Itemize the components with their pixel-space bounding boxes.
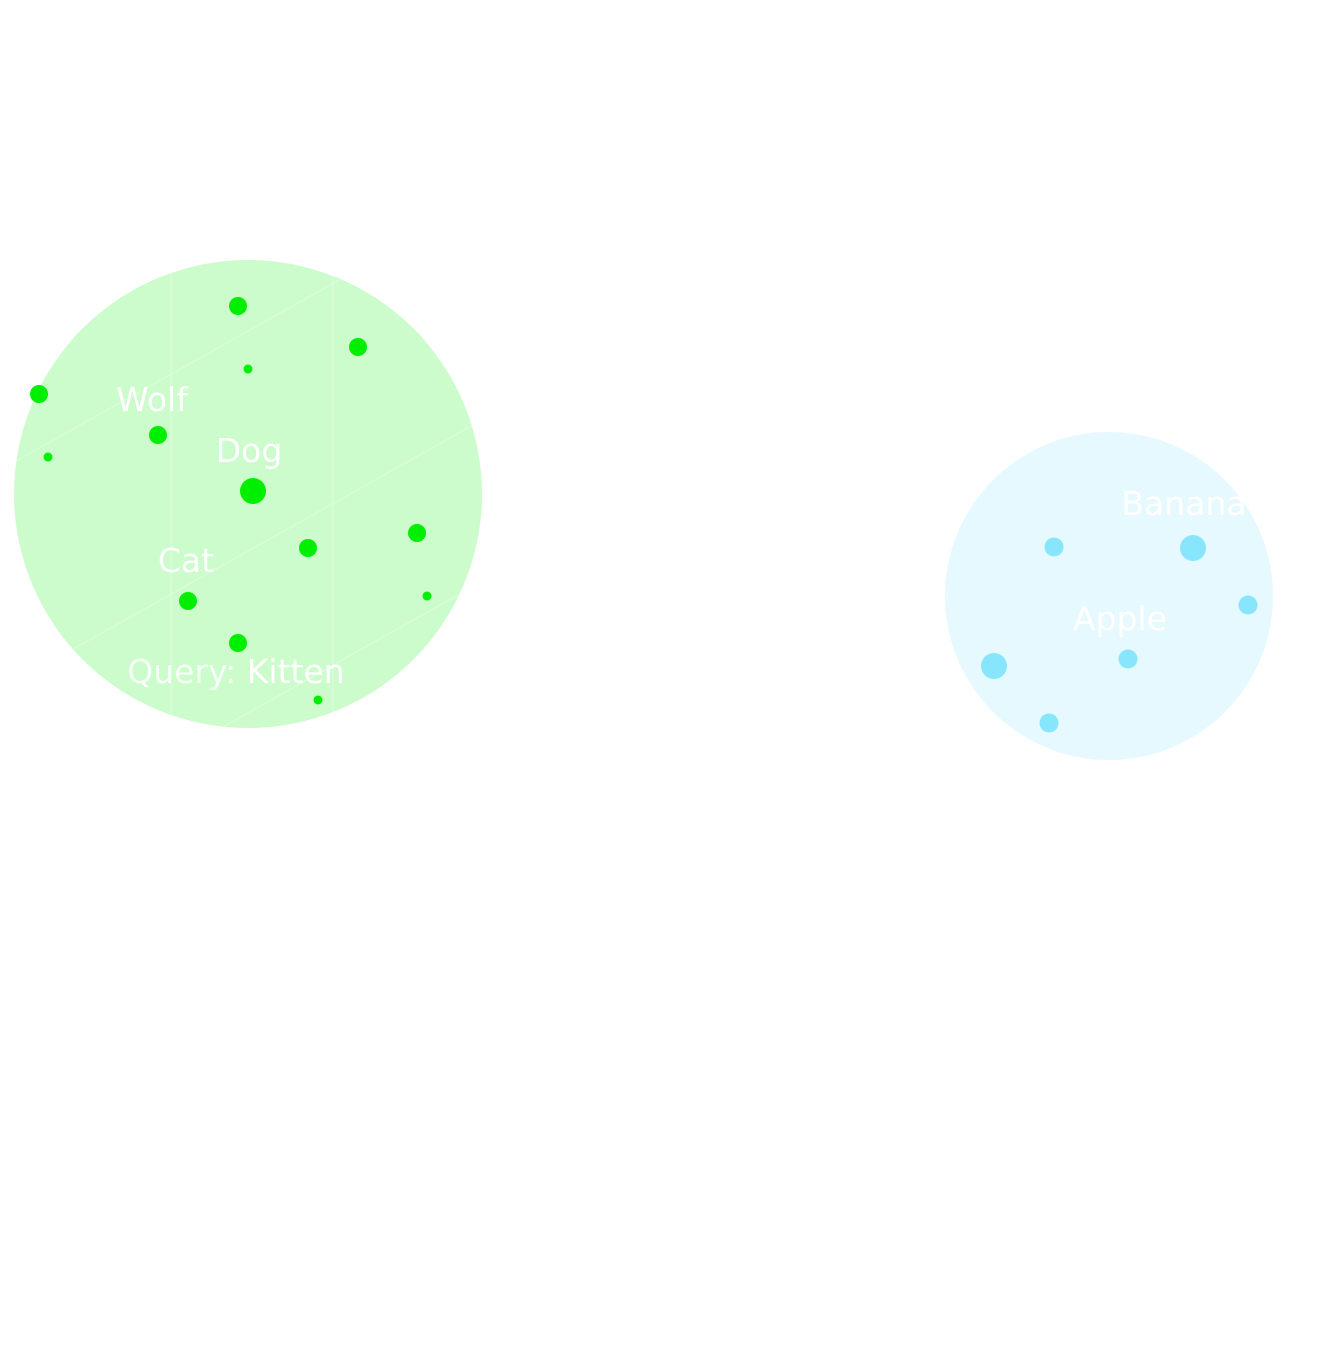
label-query: Query: Kitten: [127, 652, 344, 691]
animal-cluster-grid: [14, 260, 482, 728]
data-point: [179, 592, 197, 610]
data-point: [229, 634, 247, 652]
label-wolf: Wolf: [116, 380, 189, 419]
fruit-cluster: Banana Apple: [945, 432, 1273, 760]
fruit-cluster-region: [945, 432, 1273, 760]
data-point: [149, 426, 167, 444]
data-point: [299, 539, 317, 557]
data-point: [43, 452, 53, 462]
animal-points: [30, 297, 432, 705]
data-point: [1238, 595, 1258, 615]
data-point: [349, 338, 367, 356]
data-point: [422, 591, 432, 601]
query-word: Kitten: [247, 652, 345, 691]
data-point: [408, 524, 426, 542]
label-dog: Dog: [216, 431, 283, 470]
data-point: [1039, 713, 1059, 733]
data-point-apple: [981, 653, 1007, 679]
data-point: [243, 364, 253, 374]
label-banana: Banana: [1121, 484, 1246, 523]
fruit-points: [981, 535, 1258, 733]
data-point-banana: [1180, 535, 1206, 561]
label-apple: Apple: [1073, 599, 1167, 638]
query-prefix: Query:: [127, 652, 236, 691]
data-point: [30, 385, 48, 403]
data-point-dog: [240, 478, 266, 504]
data-point: [1118, 649, 1138, 669]
data-point: [229, 297, 247, 315]
data-point: [313, 695, 323, 705]
label-cat: Cat: [158, 541, 214, 580]
animal-cluster: Wolf Dog Cat Query: Kitten: [14, 260, 482, 728]
data-point: [1044, 537, 1064, 557]
